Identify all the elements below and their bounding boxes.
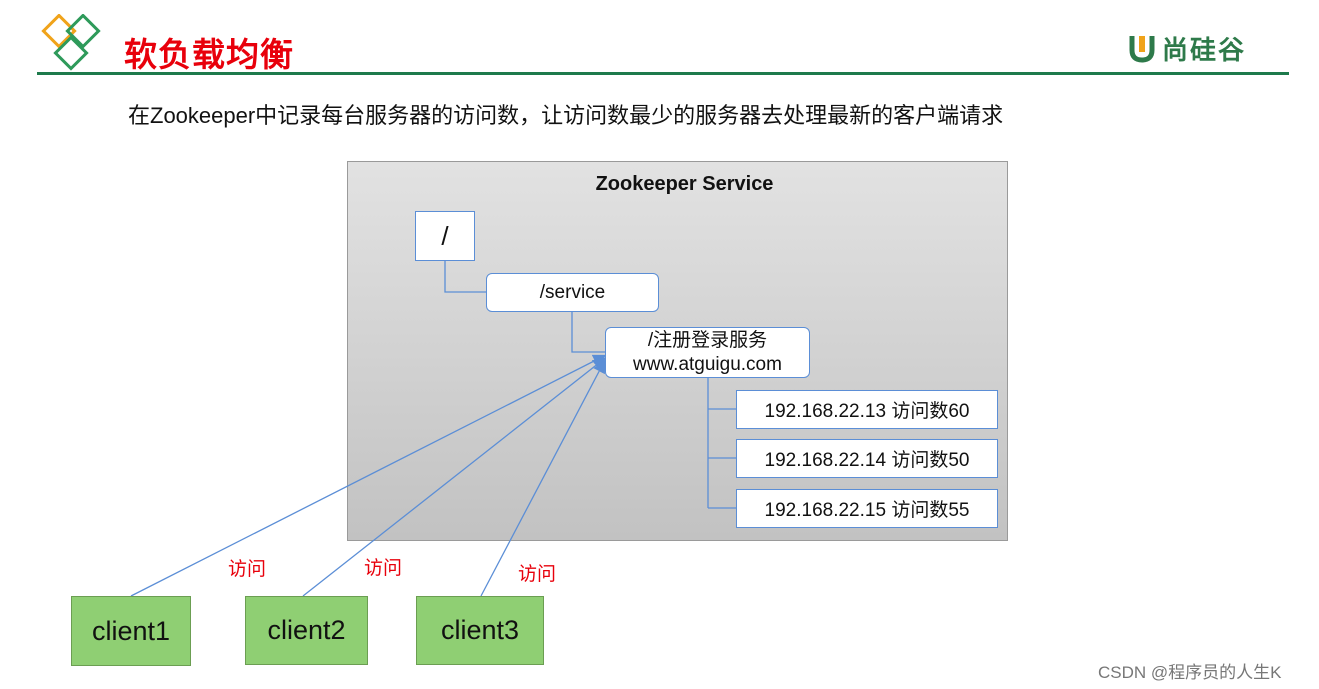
client-node-3-label: client3 (440, 615, 520, 645)
server-node-2: 192.168.22.14 访问数50 (736, 439, 998, 478)
server-node-1: 192.168.22.13 访问数60 (736, 390, 998, 429)
logo-diamonds-icon (41, 14, 101, 71)
service-title: Zookeeper Service (595, 173, 774, 195)
brand-name: 尚硅谷 (1162, 35, 1247, 65)
service-node: /service (486, 273, 659, 312)
visit-label-3: 访问 (518, 564, 557, 585)
visit-label-1: 访问 (228, 559, 267, 580)
service-node-label: /service (539, 281, 606, 303)
root-node: / (415, 211, 475, 261)
server-node-3: 192.168.22.15 访问数55 (736, 489, 998, 528)
register-node-label: /注册登录服务 (647, 329, 768, 351)
server-node-2-label: 192.168.22.14 访问数50 (764, 450, 970, 471)
register-node: /注册登录服务 www.atguigu.com (605, 327, 810, 378)
brand-u-icon (1129, 36, 1155, 63)
client-node-1-label: client1 (91, 615, 171, 646)
server-node-1-label: 192.168.22.13 访问数60 (764, 401, 970, 422)
header-divider (37, 72, 1289, 75)
server-node-3-label: 192.168.22.15 访问数55 (764, 500, 970, 521)
client-node-1: client1 (71, 596, 191, 666)
client-node-2-label: client2 (267, 615, 346, 645)
csdn-watermark: CSDN @程序员的人生K (1098, 663, 1282, 682)
client-node-2: client2 (245, 596, 368, 665)
arrow-client3 (480, 359, 606, 597)
connector-root-service (444, 261, 486, 293)
arrow-client2 (302, 357, 607, 597)
page-title: 软负载均衡 (124, 36, 294, 73)
description-text: 在Zookeeper中记录每台服务器的访问数，让访问数最少的服务器去处理最新的客… (128, 103, 1004, 128)
root-node-label: / (441, 220, 449, 251)
arrow-client1 (130, 354, 607, 597)
visit-label-2: 访问 (364, 558, 403, 579)
client-node-3: client3 (416, 596, 544, 665)
brand-logo: 尚硅谷 (1126, 30, 1286, 66)
connector-service-register (571, 312, 605, 353)
register-node-domain: www.atguigu.com (633, 353, 782, 375)
